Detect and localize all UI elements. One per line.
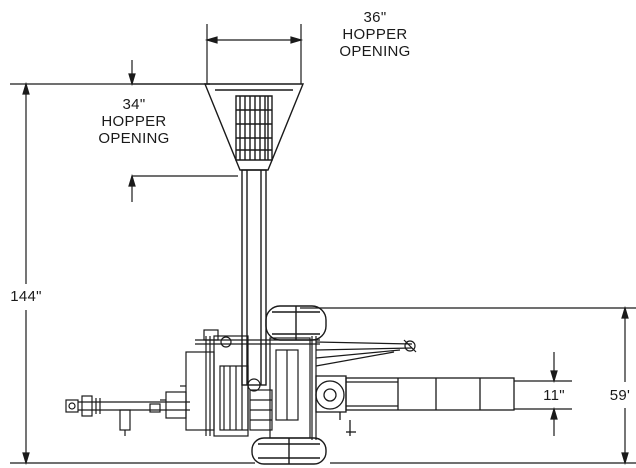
dimension-34-hopper — [128, 60, 238, 202]
upper-tire — [265, 305, 327, 341]
side-hopper-line1: HOPPER — [101, 113, 167, 130]
dimension-36-hopper — [204, 24, 304, 84]
top-hopper-line1: HOPPER — [342, 26, 408, 43]
dimension-11-outlet — [514, 352, 572, 436]
swing-arm — [315, 339, 417, 367]
top-hopper-value: 36" — [363, 9, 387, 26]
lower-tire — [251, 437, 327, 465]
dimension-144-overall — [10, 81, 255, 466]
overall-height-label: 144" — [10, 288, 42, 305]
side-hopper-label: 34" HOPPER OPENING — [88, 96, 180, 147]
outlet-height-label: 11" — [543, 387, 565, 404]
right-height-label: 59' — [609, 387, 631, 404]
dimension-59-right — [300, 305, 636, 466]
top-hopper-label: 36" HOPPER OPENING — [330, 9, 420, 60]
side-hopper-line2: OPENING — [98, 130, 170, 147]
hopper — [203, 83, 305, 171]
top-hopper-line2: OPENING — [339, 43, 411, 60]
vertical-auger-tube — [241, 169, 267, 386]
discharge-auger — [315, 375, 515, 436]
side-hopper-value: 34" — [122, 96, 146, 113]
tow-hitch — [65, 385, 190, 436]
